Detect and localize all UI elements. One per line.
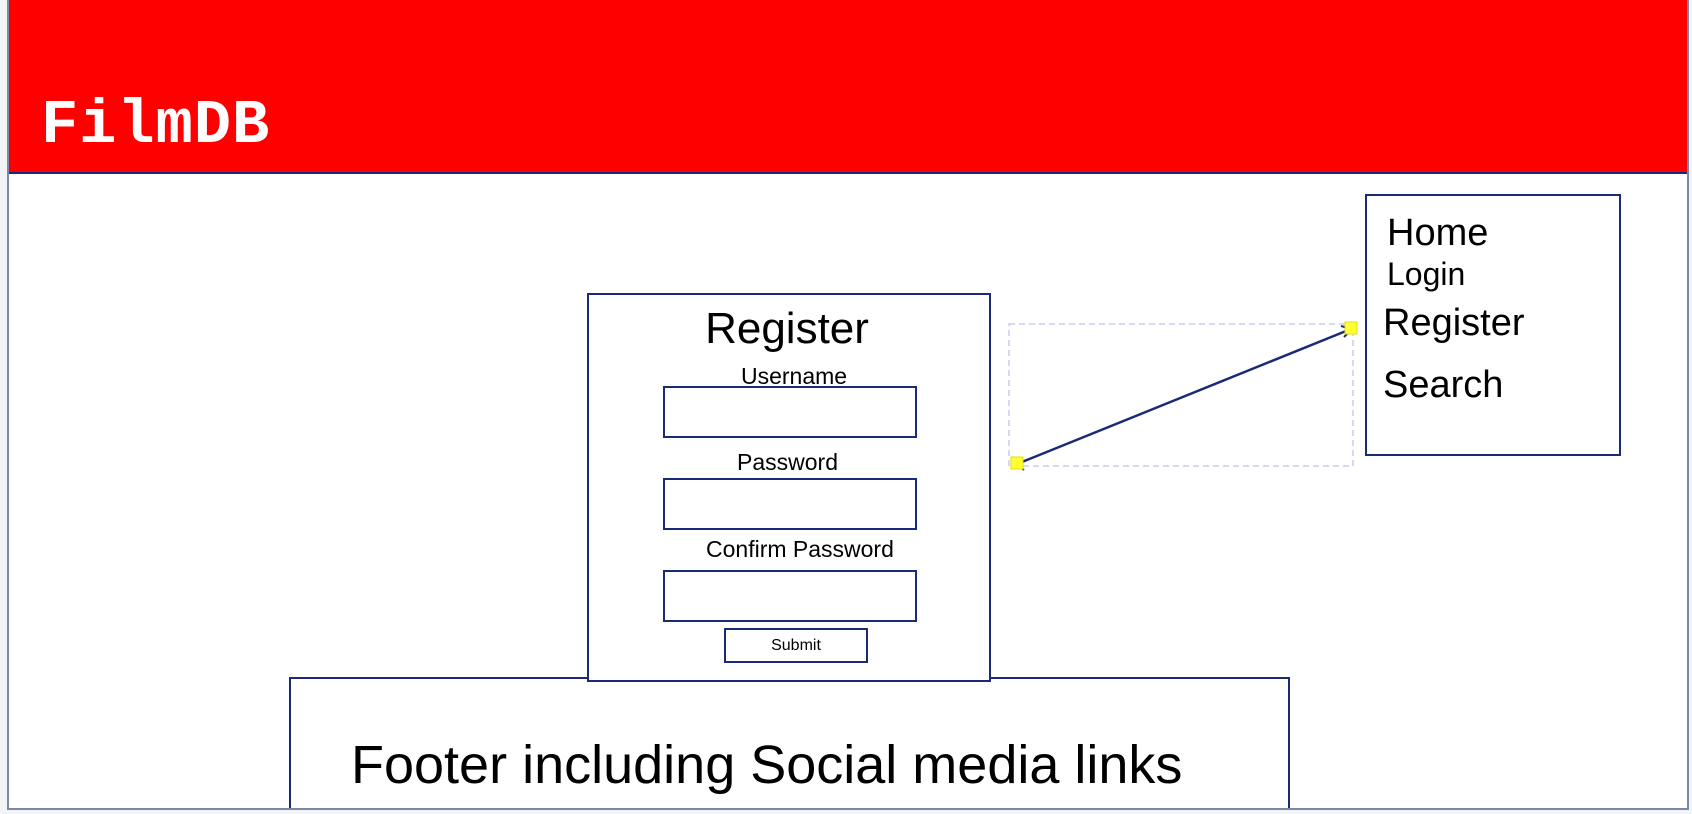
username-input[interactable]: [663, 386, 917, 438]
nav-item-home[interactable]: Home: [1387, 212, 1489, 254]
connector-line: [1016, 327, 1352, 466]
nav-item-login[interactable]: Login: [1387, 256, 1466, 292]
footer-text: Footer including Social media links: [351, 735, 1183, 795]
nav-item-search[interactable]: Search: [1383, 364, 1504, 406]
wireframe-canvas: FilmDB Home Login Register Search Footer…: [7, 0, 1689, 810]
site-header: FilmDB: [9, 0, 1687, 174]
connector-selection-box: [1008, 323, 1354, 467]
connector-arrow[interactable]: [1008, 320, 1361, 471]
register-title: Register: [705, 304, 869, 353]
nav-menu: Home Login Register Search: [1365, 194, 1621, 456]
confirm-password-input[interactable]: [663, 570, 917, 622]
confirm-password-label: Confirm Password: [706, 536, 894, 562]
username-label: Username: [741, 363, 848, 389]
submit-button[interactable]: Submit: [724, 628, 868, 663]
password-label: Password: [737, 449, 838, 475]
connector-handle-end[interactable]: [1344, 321, 1358, 335]
password-input[interactable]: [663, 478, 917, 530]
register-form: Register Username Password Confirm Passw…: [587, 293, 991, 682]
site-footer: Footer including Social media links: [289, 677, 1290, 808]
site-logo[interactable]: FilmDB: [41, 90, 271, 161]
connector-handle-start[interactable]: [1010, 456, 1024, 470]
nav-item-register[interactable]: Register: [1383, 302, 1525, 344]
